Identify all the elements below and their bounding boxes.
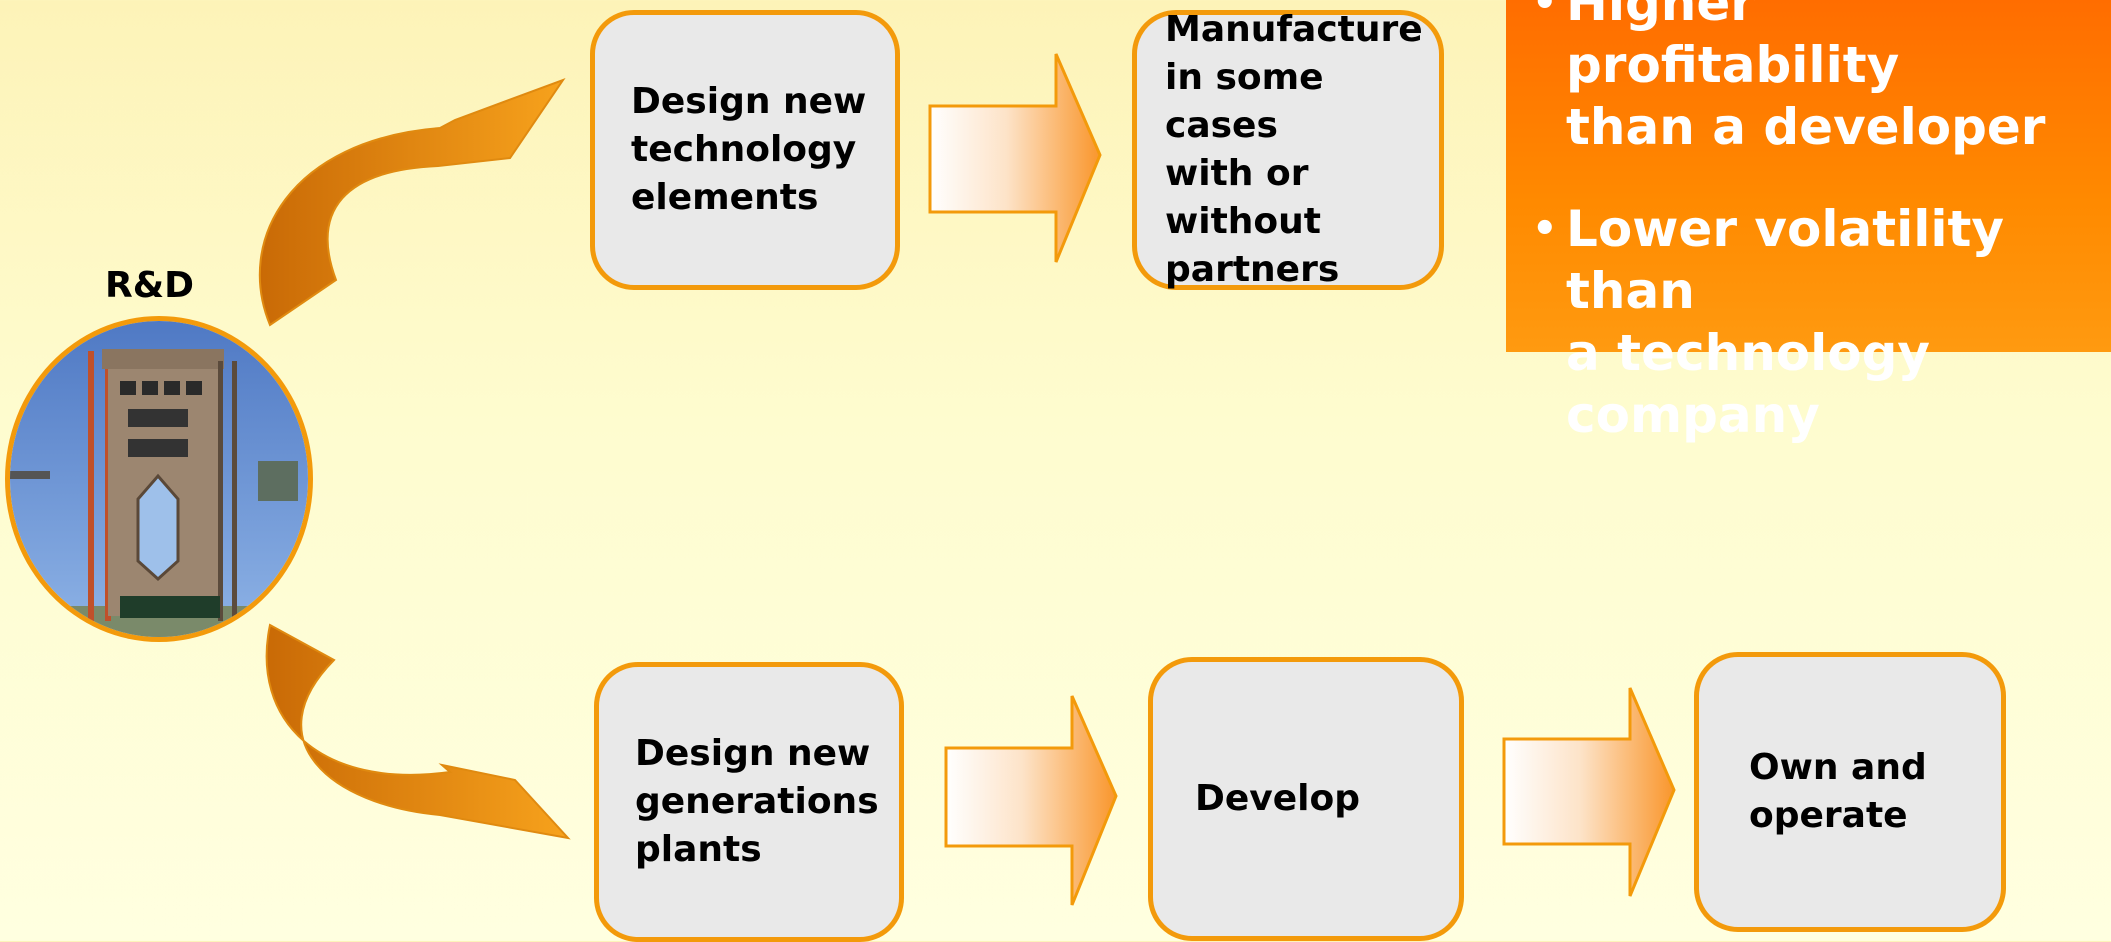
box-design-technology-text: Design new technology elements xyxy=(631,81,867,218)
bullet-icon: • xyxy=(1532,206,1558,252)
curved-arrow-down-icon xyxy=(265,623,571,840)
box-develop-text: Develop xyxy=(1195,778,1361,819)
callout-text-1: Higher profitability than a developer xyxy=(1566,0,2046,156)
box-design-technology: Design new technology elements xyxy=(590,10,900,290)
box-develop: Develop xyxy=(1148,657,1464,941)
block-arrow-right-icon xyxy=(944,695,1118,906)
callout-text-2: Lower volatility than a technology compa… xyxy=(1566,200,2005,444)
rd-tower-photo xyxy=(5,316,313,642)
box-design-generations-text: Design new generations plants xyxy=(635,733,879,870)
block-arrow-right-icon xyxy=(1502,687,1676,897)
callout-bullet-2: • Lower volatility than a technology com… xyxy=(1532,198,2101,446)
box-own-operate-text: Own and operate xyxy=(1749,747,1927,836)
box-manufacture: Manufacture in some cases with or withou… xyxy=(1132,9,1444,290)
block-arrow-right-icon xyxy=(928,53,1102,263)
box-manufacture-text: Manufacture in some cases with or withou… xyxy=(1165,9,1423,290)
tower-image xyxy=(10,321,308,637)
bullet-icon: • xyxy=(1532,0,1558,26)
curved-arrow-up-icon xyxy=(258,77,566,327)
benefits-callout: • Higher profitability than a developer … xyxy=(1506,0,2111,444)
box-design-generations: Design new generations plants xyxy=(594,662,904,942)
callout-bullet-1: • Higher profitability than a developer xyxy=(1532,0,2101,158)
rd-label: R&D xyxy=(105,265,194,306)
box-own-operate: Own and operate xyxy=(1694,652,2006,932)
